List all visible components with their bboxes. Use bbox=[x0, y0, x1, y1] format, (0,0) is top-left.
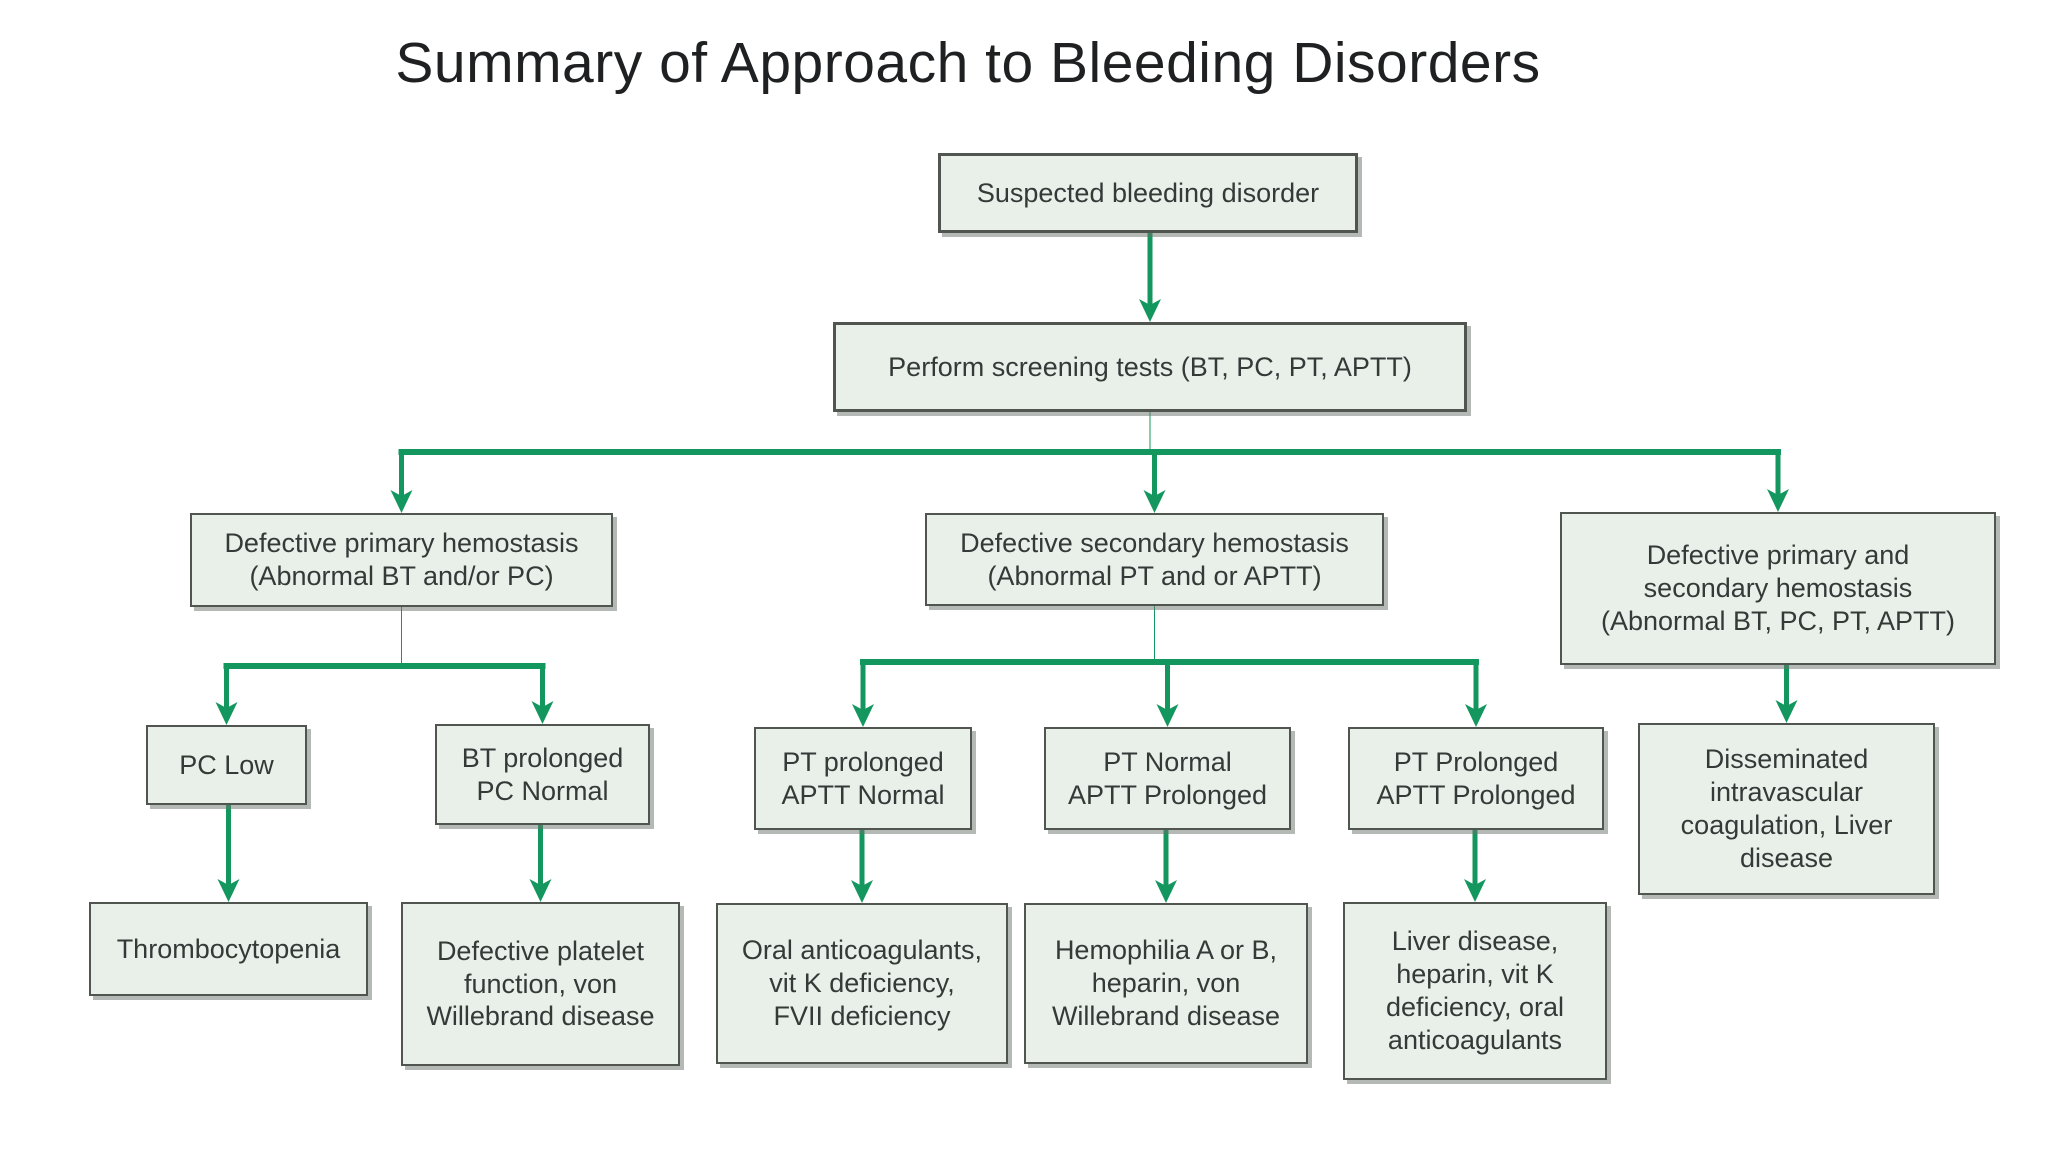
node-perform-screening-tests: Perform screening tests (BT, PC, PT, APT… bbox=[833, 322, 1467, 412]
node-hemophilia-a-or-b: Hemophilia A or B, heparin, von Willebra… bbox=[1024, 903, 1308, 1064]
node-pc-low: PC Low bbox=[146, 725, 307, 805]
node-bt-prolonged-pc-normal: BT prolonged PC Normal bbox=[435, 724, 650, 825]
node-liver-disease-heparin: Liver disease, heparin, vit K deficiency… bbox=[1343, 902, 1607, 1080]
node-disseminated-intravascular-coagulation: Disseminated intravascular coagulation, … bbox=[1638, 723, 1935, 895]
node-pt-prolonged-aptt-prolonged: PT Prolonged APTT Prolonged bbox=[1348, 727, 1604, 830]
diagram-title: Summary of Approach to Bleeding Disorder… bbox=[395, 31, 1541, 95]
node-pt-normal-aptt-prolonged: PT Normal APTT Prolonged bbox=[1044, 727, 1291, 830]
node-defective-primary-and-secondary-hemostasis: Defective primary and secondary hemostas… bbox=[1560, 512, 1996, 665]
node-thrombocytopenia: Thrombocytopenia bbox=[89, 902, 368, 996]
node-pt-prolonged-aptt-normal: PT prolonged APTT Normal bbox=[754, 727, 972, 830]
node-defective-secondary-hemostasis: Defective secondary hemostasis (Abnormal… bbox=[925, 513, 1384, 606]
node-defective-primary-hemostasis: Defective primary hemostasis (Abnormal B… bbox=[190, 513, 613, 607]
node-suspected-bleeding-disorder: Suspected bleeding disorder bbox=[938, 153, 1358, 233]
node-defective-platelet-function: Defective platelet function, von Willebr… bbox=[401, 902, 680, 1066]
node-oral-anticoagulants-vit-k: Oral anticoagulants, vit K deficiency, F… bbox=[716, 903, 1008, 1064]
